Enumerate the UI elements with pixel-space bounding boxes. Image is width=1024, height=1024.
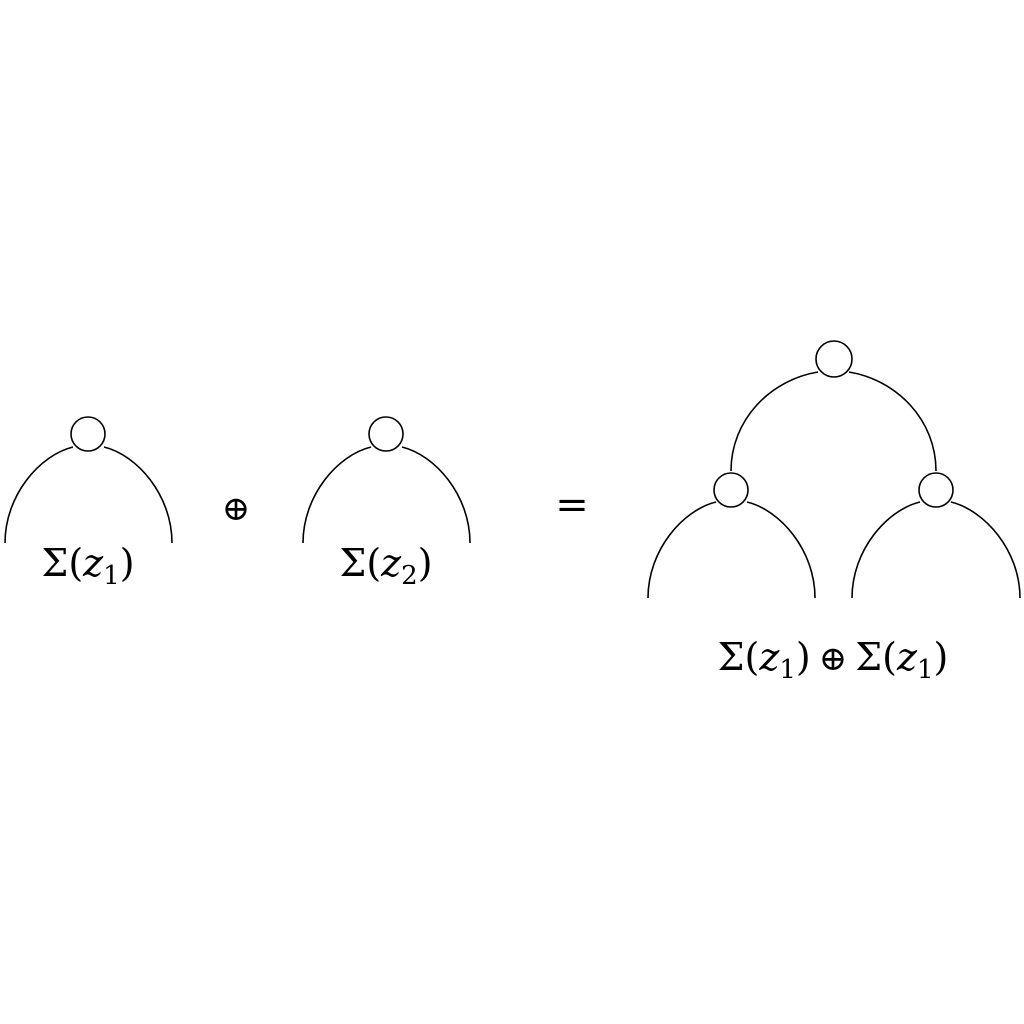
result-label: Σ(z1)⊕Σ(z1) xyxy=(718,635,949,685)
left-term-label: Σ(z1) xyxy=(41,541,134,591)
result-top-right-branch xyxy=(848,371,937,472)
result-right-subtree-left-branch xyxy=(851,501,921,599)
result-tree xyxy=(647,340,1021,599)
right-tree-left-branch xyxy=(302,446,372,544)
result-left-subtree-node xyxy=(713,472,749,508)
result-right-subtree-right-branch xyxy=(950,501,1021,599)
left-tree-root-node xyxy=(70,416,106,452)
direct-sum-operator: ⊕ xyxy=(222,489,251,529)
right-tree xyxy=(302,416,471,544)
result-top-left-branch xyxy=(730,371,819,472)
result-left-subtree-right-branch xyxy=(746,501,816,599)
equals-operator: = xyxy=(555,482,589,528)
result-root-node xyxy=(815,340,853,378)
left-tree-left-branch xyxy=(4,446,74,544)
left-tree-right-branch xyxy=(103,446,173,544)
right-term-label: Σ(z2) xyxy=(339,541,432,591)
result-right-subtree-node xyxy=(918,472,954,508)
right-tree-root-node xyxy=(368,416,404,452)
left-tree xyxy=(4,416,173,544)
right-tree-right-branch xyxy=(401,446,471,544)
result-left-subtree-left-branch xyxy=(647,501,717,599)
